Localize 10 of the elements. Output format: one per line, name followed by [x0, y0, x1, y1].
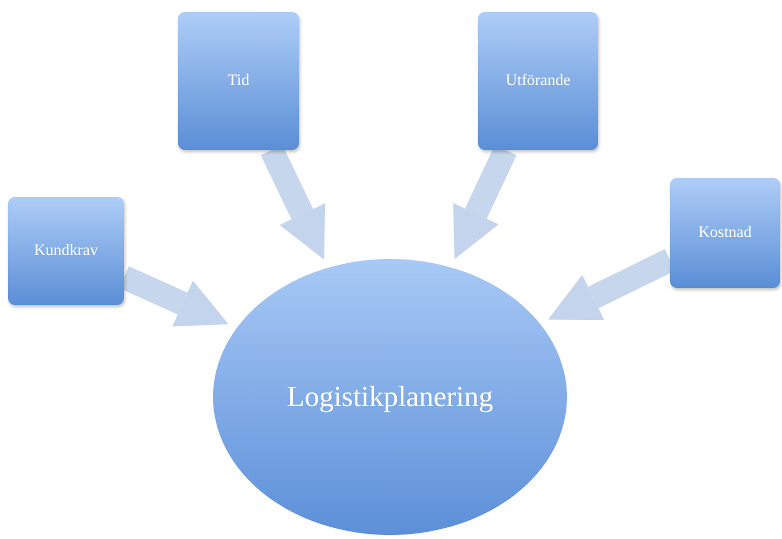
- node-label: Kostnad: [698, 224, 752, 242]
- process-box: [478, 12, 598, 150]
- process-box: [670, 178, 780, 288]
- node-label: Logistikplanering: [286, 380, 494, 414]
- node-label: Tid: [228, 72, 250, 90]
- process-box: [178, 12, 299, 150]
- process-box: [8, 197, 124, 305]
- ellipse-node: [212, 258, 568, 536]
- node-label: Utförande: [506, 72, 570, 90]
- node-label: Kundkrav: [34, 242, 98, 260]
